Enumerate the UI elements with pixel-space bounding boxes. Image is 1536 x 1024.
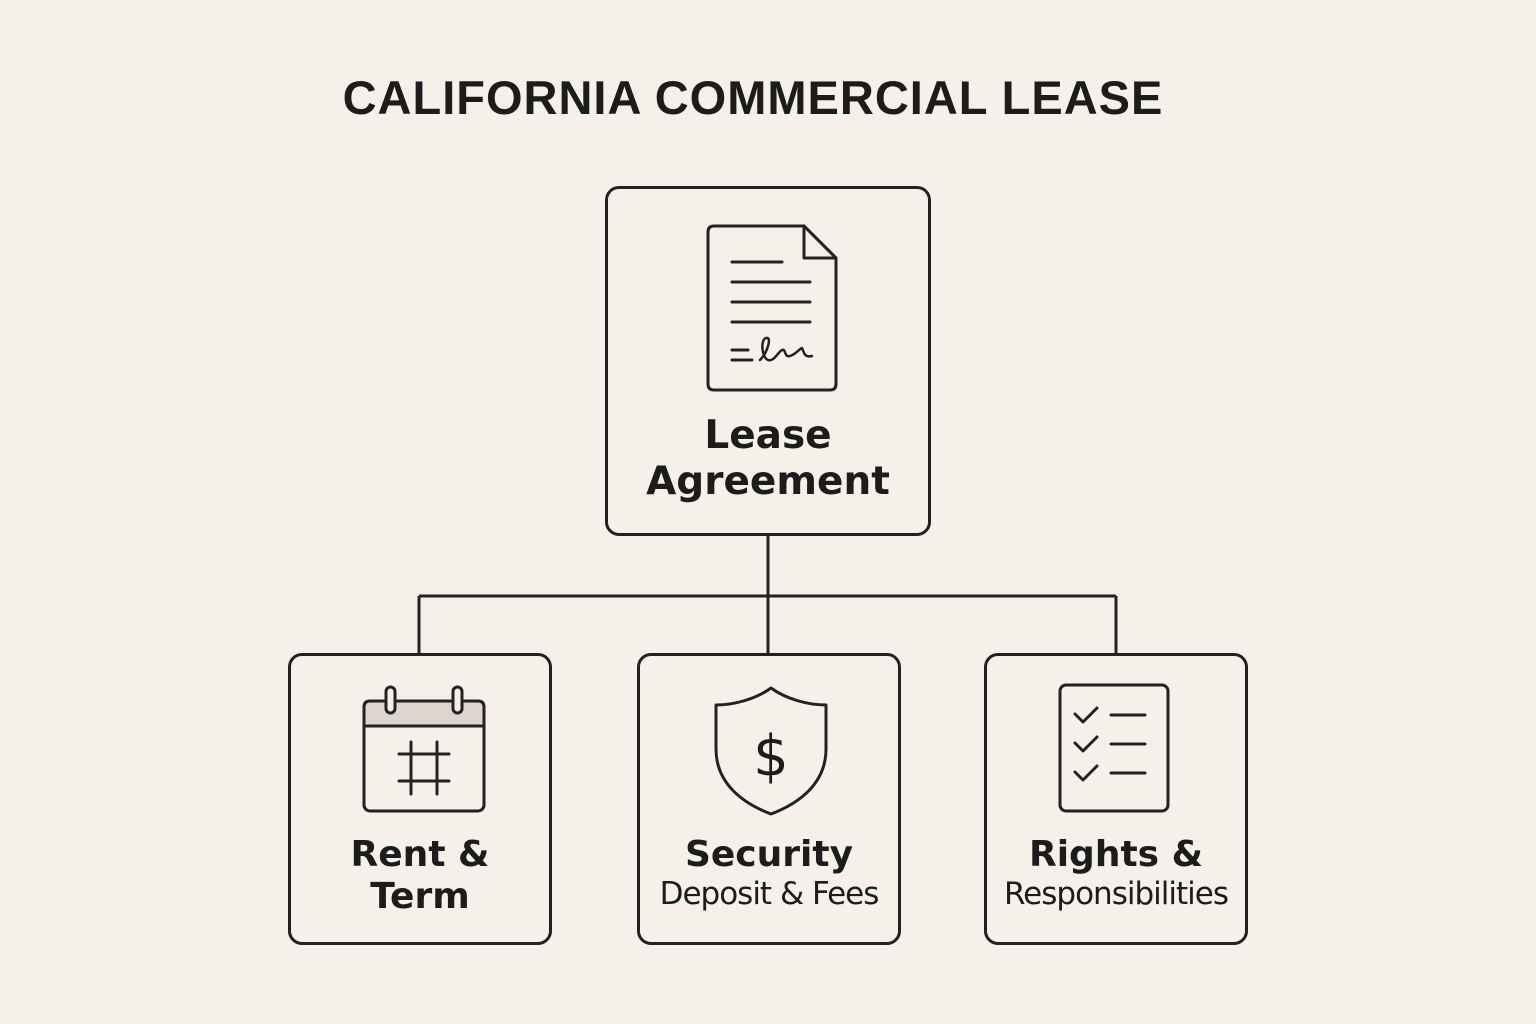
shield-dollar-icon: $ bbox=[714, 686, 828, 816]
calendar-icon bbox=[362, 685, 486, 813]
label-line-2: Agreement bbox=[646, 459, 890, 505]
diagram-title: CALIFORNIA COMMERCIAL LEASE bbox=[342, 71, 1164, 124]
label-line-2: Term bbox=[370, 876, 470, 918]
node-rent-term: Rent & Term bbox=[288, 653, 552, 945]
node-label-security-deposit-fees: Security Deposit & Fees bbox=[640, 834, 898, 913]
label-line-1: Lease bbox=[704, 413, 832, 458]
signed-document-icon bbox=[706, 224, 838, 392]
checklist-icon bbox=[1058, 683, 1170, 813]
node-label-rent-term: Rent & Term bbox=[291, 834, 549, 919]
label-line-1: Rent & bbox=[350, 834, 490, 875]
node-security-deposit-fees: $ Security Deposit & Fees bbox=[637, 653, 901, 945]
node-label-rights-responsibilities: Rights & Responsibilities bbox=[987, 834, 1245, 913]
node-label-lease-agreement: Lease Agreement bbox=[608, 413, 928, 505]
node-rights-responsibilities: Rights & Responsibilities bbox=[984, 653, 1248, 945]
label-line-1: Security bbox=[684, 834, 854, 875]
node-lease-agreement: Lease Agreement bbox=[605, 186, 931, 536]
dollar-glyph: $ bbox=[753, 724, 789, 789]
label-line-1: Rights & bbox=[1028, 834, 1204, 875]
label-line-2: Responsibilities bbox=[1004, 876, 1229, 913]
label-line-2: Deposit & Fees bbox=[659, 876, 880, 913]
